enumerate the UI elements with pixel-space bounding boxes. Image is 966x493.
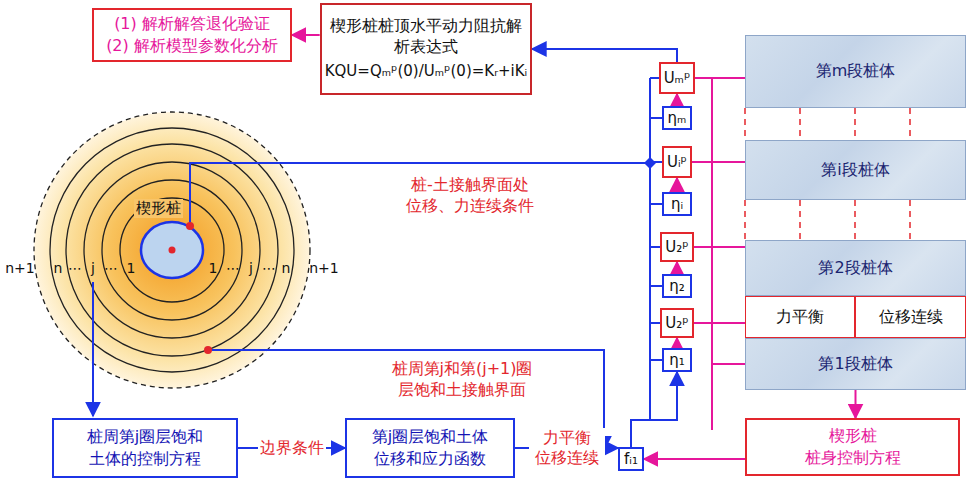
node-text: Uₘᵖ: [664, 69, 691, 87]
ring-number: ⋯: [104, 260, 118, 276]
connector: [855, 390, 857, 418]
connector: [532, 49, 677, 62]
node-text: (1) 解析解答退化验证: [114, 13, 270, 35]
ring-number: n+1: [5, 260, 35, 276]
connector: [631, 372, 677, 447]
soil-rings: [34, 112, 310, 388]
connector: [676, 262, 678, 274]
coefficient-box: ηᵢ: [662, 192, 692, 216]
condition-cell: 力平衡: [745, 296, 855, 338]
connector: [676, 94, 678, 106]
node-text: 第1段桩体: [818, 354, 892, 375]
ring-number: j: [249, 260, 253, 276]
node-text: 楔形桩 桩身控制方程: [798, 425, 908, 468]
ring-number: 1: [209, 260, 218, 276]
interface-note: 桩-土接触界面处 位移、力连续条件: [400, 175, 540, 217]
node-text: 第j圈层饱和土体 位移和应力函数: [353, 426, 507, 469]
node-text: U₂ᵖ: [665, 314, 688, 332]
ring-number: ⋯: [262, 260, 276, 276]
displacement-box: U₂ᵖ: [660, 232, 693, 262]
node-text: 第2段桩体: [818, 258, 892, 279]
pile-equation-box: 楔形桩 桩身控制方程: [745, 418, 960, 476]
node-text: Uᵢᵖ: [667, 153, 687, 171]
connector-label: 边界条件: [258, 438, 326, 458]
force-box: fᵢ₁: [618, 447, 644, 471]
connector: [644, 458, 745, 460]
pile-segment: 第m段桩体: [745, 35, 966, 108]
ring-number: ⋯: [68, 260, 82, 276]
displacement-box: U₂ᵖ: [660, 308, 693, 338]
coefficient-box: ηₘ: [662, 106, 692, 130]
pile-segment: 第i段桩体: [745, 140, 966, 200]
node-text: ηᵢ: [671, 195, 683, 213]
node-text: η₁: [669, 351, 685, 369]
displacement-box: Uᵢᵖ: [662, 146, 692, 178]
node-text: KQU=Qₘᵖ(0)/Uₘᵖ(0)=Kᵣ+iKᵢ: [325, 62, 528, 82]
node-text: ηₘ: [668, 109, 687, 127]
ring-number: 1: [127, 260, 136, 276]
node-text: η₂: [669, 277, 685, 295]
connector-label: 力平衡 位移连续: [529, 428, 605, 468]
ring-number: n: [54, 260, 63, 276]
pile-label: 楔形桩: [134, 199, 183, 218]
soil-function-box: 第j圈层饱和土体 位移和应力函数: [345, 418, 515, 478]
node-text: 桩周第j圈层饱和 土体的控制方程: [60, 426, 230, 469]
node-text: U₂ᵖ: [665, 238, 688, 256]
pile-segment: 第1段桩体: [745, 338, 966, 390]
node-text: fᵢ₁: [624, 450, 638, 468]
soil-equation-box: 桩周第j圈层饱和 土体的控制方程: [52, 418, 238, 478]
node-text: 第m段桩体: [816, 61, 896, 82]
connector: [676, 178, 678, 192]
coefficient-box: η₂: [662, 274, 692, 298]
analysis-box: (1) 解析解答退化验证(2) 解析模型参数化分析: [92, 8, 292, 62]
pile-segment: 第2段桩体: [745, 240, 966, 296]
ring-number: j: [91, 260, 95, 276]
node-text: 力平衡: [776, 307, 824, 328]
displacement-box: Uₘᵖ: [659, 62, 696, 94]
formula-box: 楔形桩桩顶水平动力阻抗解析表达式 KQU=Qₘᵖ(0)/Uₘᵖ(0)=Kᵣ+iKᵢ: [320, 3, 533, 95]
coefficient-box: η₁: [662, 348, 692, 372]
node-text: 位移连续: [879, 307, 943, 328]
ring-number: n: [282, 260, 291, 276]
ring-number: n+1: [309, 260, 339, 276]
interface-leaders: [93, 157, 656, 450]
connector: [292, 34, 320, 36]
node-text: 第i段桩体: [821, 160, 889, 181]
node-text: (2) 解析模型参数化分析: [106, 35, 278, 57]
interface-note: 桩周第j和第(j+1)圈 层饱和土接触界面: [382, 359, 542, 401]
condition-cell: 位移连续: [855, 296, 966, 338]
connector: [676, 338, 678, 348]
magenta-bus: [692, 78, 745, 430]
ring-number: ⋯: [226, 260, 240, 276]
node-text: 楔形桩桩顶水平动力阻抗解析表达式: [330, 16, 523, 58]
